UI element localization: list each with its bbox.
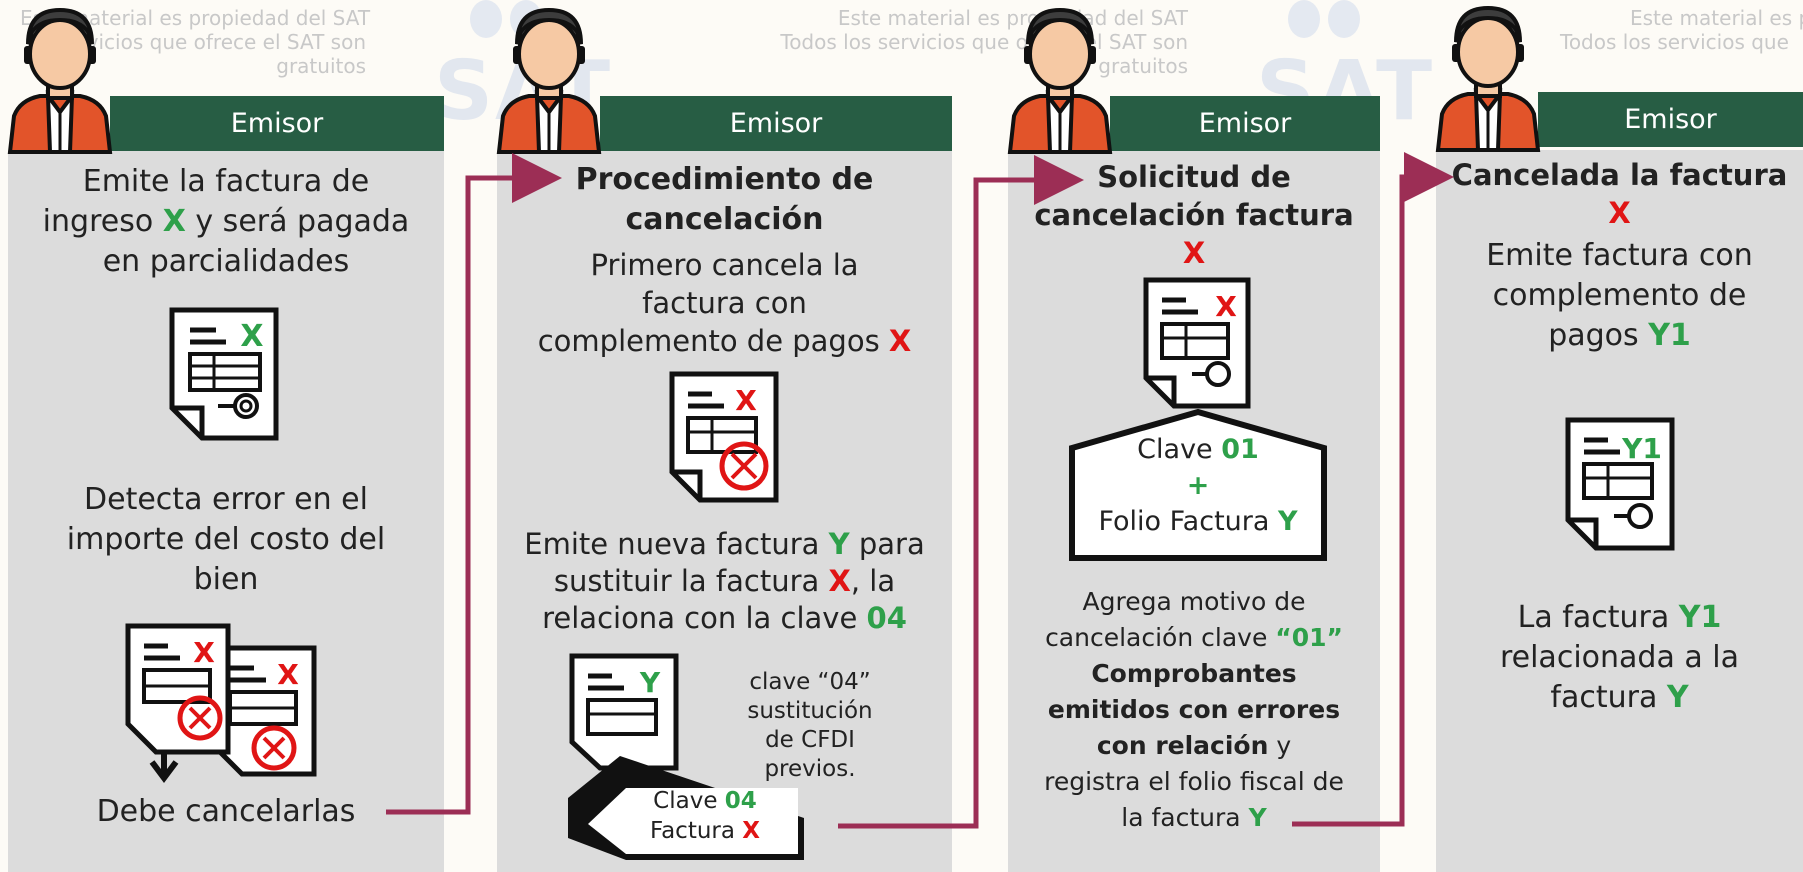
down-arrow-icon: [149, 752, 179, 783]
step-header-4: Emisor: [1538, 92, 1803, 147]
cancelled-invoices-icon: X X: [125, 623, 317, 783]
step3-title: Solicitud de cancelación factura X: [1034, 160, 1354, 270]
step4-title: Cancelada la factura X: [1451, 158, 1788, 230]
step-panel-2: [497, 150, 952, 872]
cancelled-payment-invoice-icon: X: [669, 371, 779, 503]
step1-cancel-text: Debe cancelarlas: [96, 794, 356, 829]
svg-text:X: X: [240, 319, 263, 354]
step-header-1: Emisor: [110, 96, 444, 151]
person-icon: [1435, 5, 1541, 152]
step4-relation-text: La factura Y1 relacionada a la factura Y: [1499, 600, 1740, 715]
person-icon: [1007, 7, 1113, 154]
watermark-text: Este material es p Todos los servicios q…: [1560, 6, 1803, 54]
watermark-text: Este material es propiedad del SAT Todos…: [780, 6, 1188, 78]
clave-04-label-icon: [568, 756, 804, 860]
svg-text:X: X: [1215, 290, 1237, 323]
svg-text:Y1: Y1: [1621, 432, 1662, 465]
clave-01-pentagon-label: [1069, 408, 1327, 561]
step2-key-box: Clave 04 Factura X: [649, 788, 761, 844]
svg-text:X: X: [735, 384, 757, 417]
step2-note: clave “04” sustitución de CFDI previos.: [747, 669, 873, 782]
person-icon: [7, 7, 113, 154]
connector-arrow-3: [1292, 152, 1454, 827]
invoice-document-icon: X: [169, 307, 279, 441]
connector-arrow-1: [386, 153, 562, 815]
connector-arrow-2: [838, 155, 1084, 829]
step3-description: Agrega motivo de cancelación clave “01” …: [1044, 587, 1344, 832]
svg-text:X: X: [193, 636, 215, 669]
step1-error-text: Detecta error en el importe del costo de…: [66, 482, 386, 597]
step3-key-box: Clave 01 + Folio Factura Y: [1098, 434, 1298, 537]
step4-description: Emite factura con complemento de pagos Y…: [1486, 238, 1753, 353]
step-header-2: Emisor: [600, 96, 952, 151]
watermark-logo-dots: [1288, 0, 1368, 42]
step-header-3: Emisor: [1110, 96, 1380, 151]
invoice-document-icon: Y1: [1565, 417, 1675, 551]
step1-description: Emite la factura de ingreso X y será pag…: [42, 164, 410, 279]
step2-description: Primero cancela la factura con complemen…: [537, 248, 912, 358]
svg-text:X: X: [277, 658, 299, 691]
person-icon: [496, 7, 602, 154]
svg-text:Y: Y: [639, 666, 661, 699]
invoice-document-icon: X: [1143, 277, 1251, 409]
step2-title: Procedimiento de cancelación: [575, 162, 874, 237]
step2-replacement-text: Emite nueva factura Y para sustituir la …: [524, 527, 925, 635]
